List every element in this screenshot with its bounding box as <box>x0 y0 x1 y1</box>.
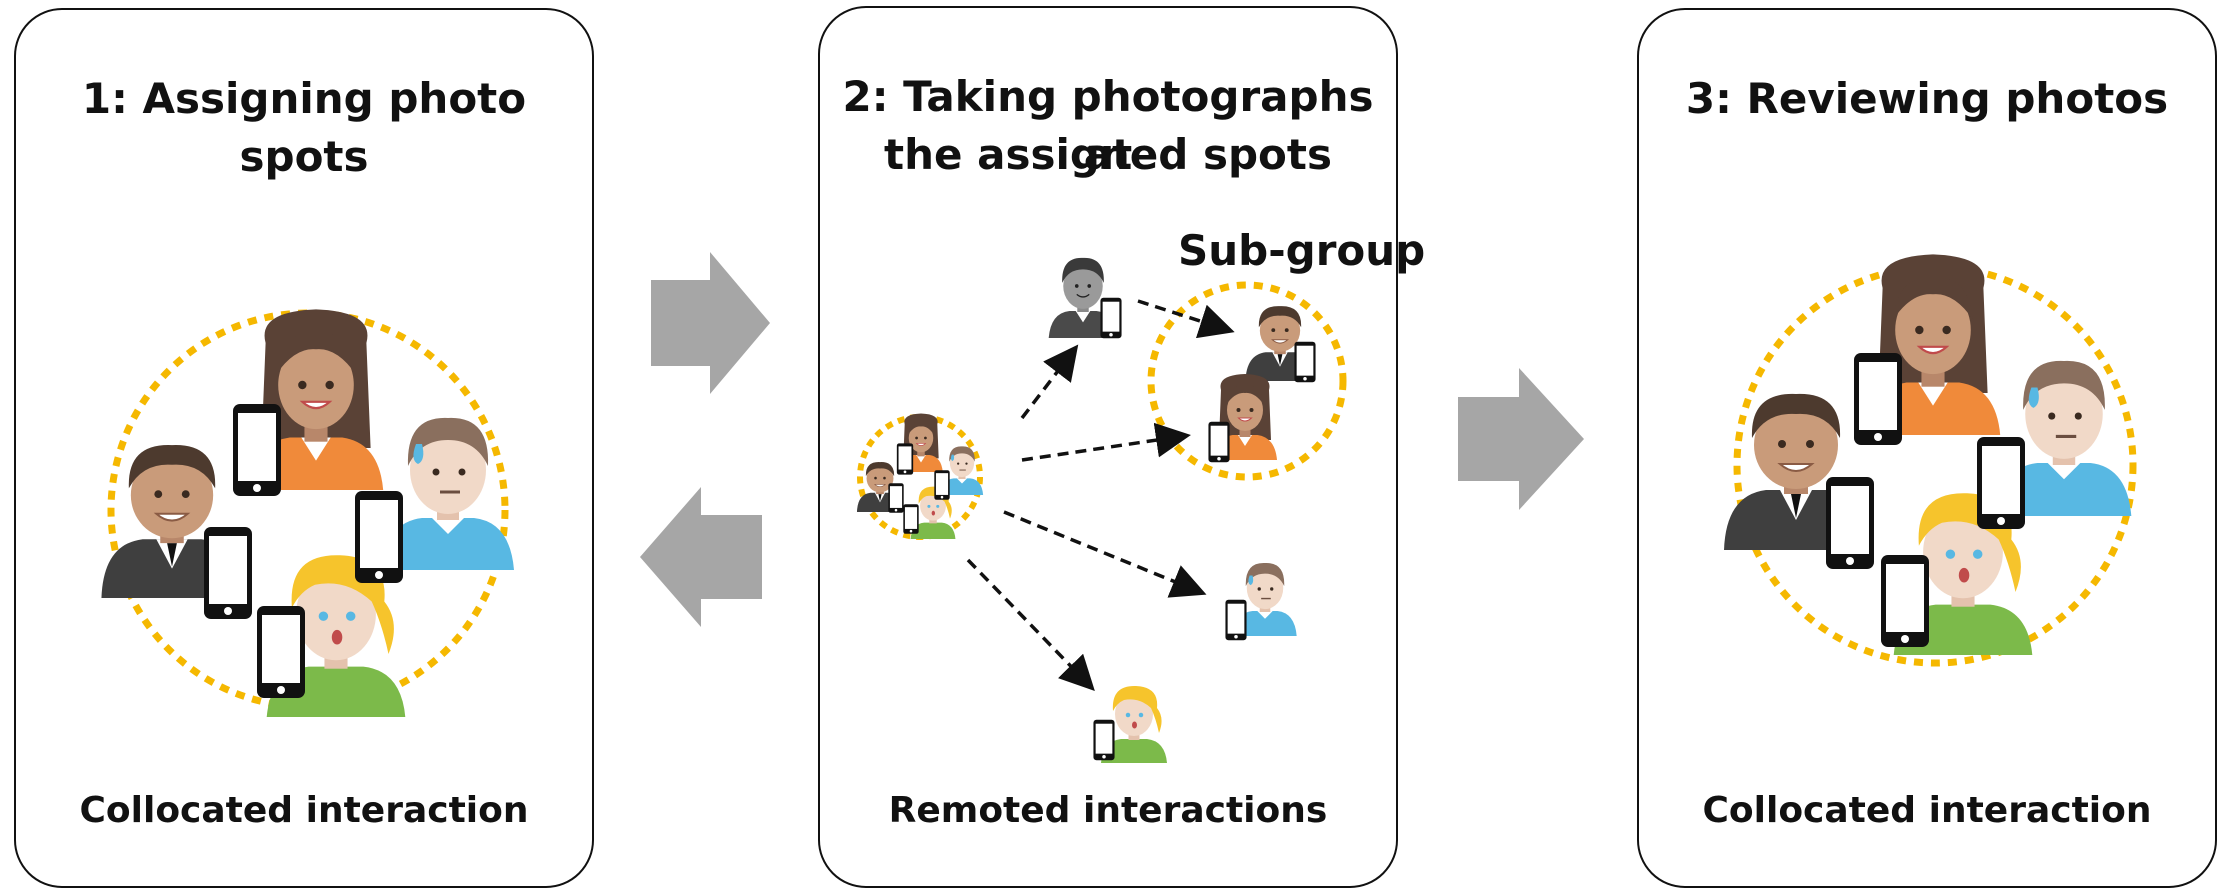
smartphone-icon <box>1977 437 2025 529</box>
diagram-graphics <box>100 252 2137 763</box>
remote-person-blond <box>1093 685 1167 763</box>
panel-title: 1: Assigning photo spots <box>81 74 527 181</box>
remote-person-grey <box>1048 257 1122 339</box>
panel-footer: Collocated interaction <box>79 790 529 831</box>
left-arrow-icon <box>640 487 762 627</box>
right-arrow-icon <box>1458 368 1584 510</box>
smartphone-icon <box>1826 477 1874 569</box>
collocated-group-3 <box>1723 253 2137 667</box>
remote-person-blue <box>1225 562 1298 641</box>
smartphone-icon <box>1881 555 1929 647</box>
smartphone-icon <box>204 527 252 619</box>
panel-footer: Remoted interactions <box>888 790 1328 831</box>
dashed-arrow-icon <box>966 299 1235 692</box>
panel-title: 3: Reviewing photos <box>1685 74 2169 123</box>
panel-title-line2: the assigned spots <box>884 130 1332 179</box>
right-arrow-icon <box>651 252 770 394</box>
panel-title-line1: 2: Taking photographs at <box>842 72 1374 179</box>
panel-footer: Collocated interaction <box>1702 790 2152 831</box>
smartphone-icon <box>355 491 403 583</box>
collocated-group-1 <box>100 308 516 717</box>
subgroup-label: Sub-group <box>1178 226 1426 275</box>
smartphone-icon <box>1854 353 1902 445</box>
smartphone-icon <box>233 404 281 496</box>
panel-reviewing: 3: Reviewing photos Collocated interacti… <box>1637 8 2217 888</box>
sub-group <box>1147 281 1347 481</box>
smartphone-icon <box>257 606 305 698</box>
small-group <box>856 413 984 540</box>
